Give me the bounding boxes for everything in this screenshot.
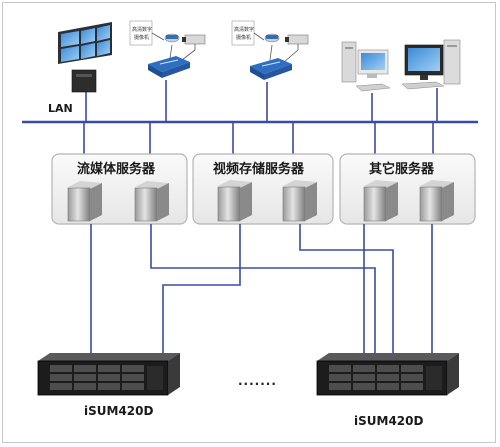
storage-array-left (37, 353, 180, 396)
storage-array-right (316, 353, 459, 396)
camera-group-1-icon (129, 20, 206, 78)
diagram-frame (2, 2, 496, 443)
server-group-title-other: 其它服务器 (369, 162, 435, 177)
server-tower-6 (419, 180, 454, 222)
camera-1-caption-line1: 高清数字 (132, 27, 153, 33)
server-group-title-streaming: 流媒体服务器 (77, 162, 156, 177)
server-tower-3 (217, 180, 252, 222)
camera-2-caption-line2: 摄像机 (236, 35, 252, 41)
video-wall-icon (58, 22, 112, 93)
server-tower-1 (67, 181, 102, 222)
storage-link-3 (162, 224, 241, 362)
storage-ellipsis: ....... (238, 374, 277, 388)
server-tower-4 (282, 180, 317, 222)
storage-right-label: iSUM420D (354, 414, 424, 428)
server-tower-2 (134, 181, 169, 222)
camera-group-2-icon (231, 20, 309, 80)
pc-2-icon (401, 39, 461, 90)
lan-label: LAN (48, 102, 73, 115)
storage-left-label: iSUM420D (84, 404, 154, 418)
camera-1-caption-line2: 摄像机 (134, 35, 150, 41)
server-group-title-video-storage: 视频存储服务器 (213, 162, 305, 177)
storage-link-2 (150, 224, 376, 362)
storage-link-4 (299, 224, 394, 362)
pc-1-icon (341, 41, 391, 92)
camera-2-caption-line1: 高清数字 (234, 27, 255, 33)
server-tower-5 (363, 180, 398, 222)
